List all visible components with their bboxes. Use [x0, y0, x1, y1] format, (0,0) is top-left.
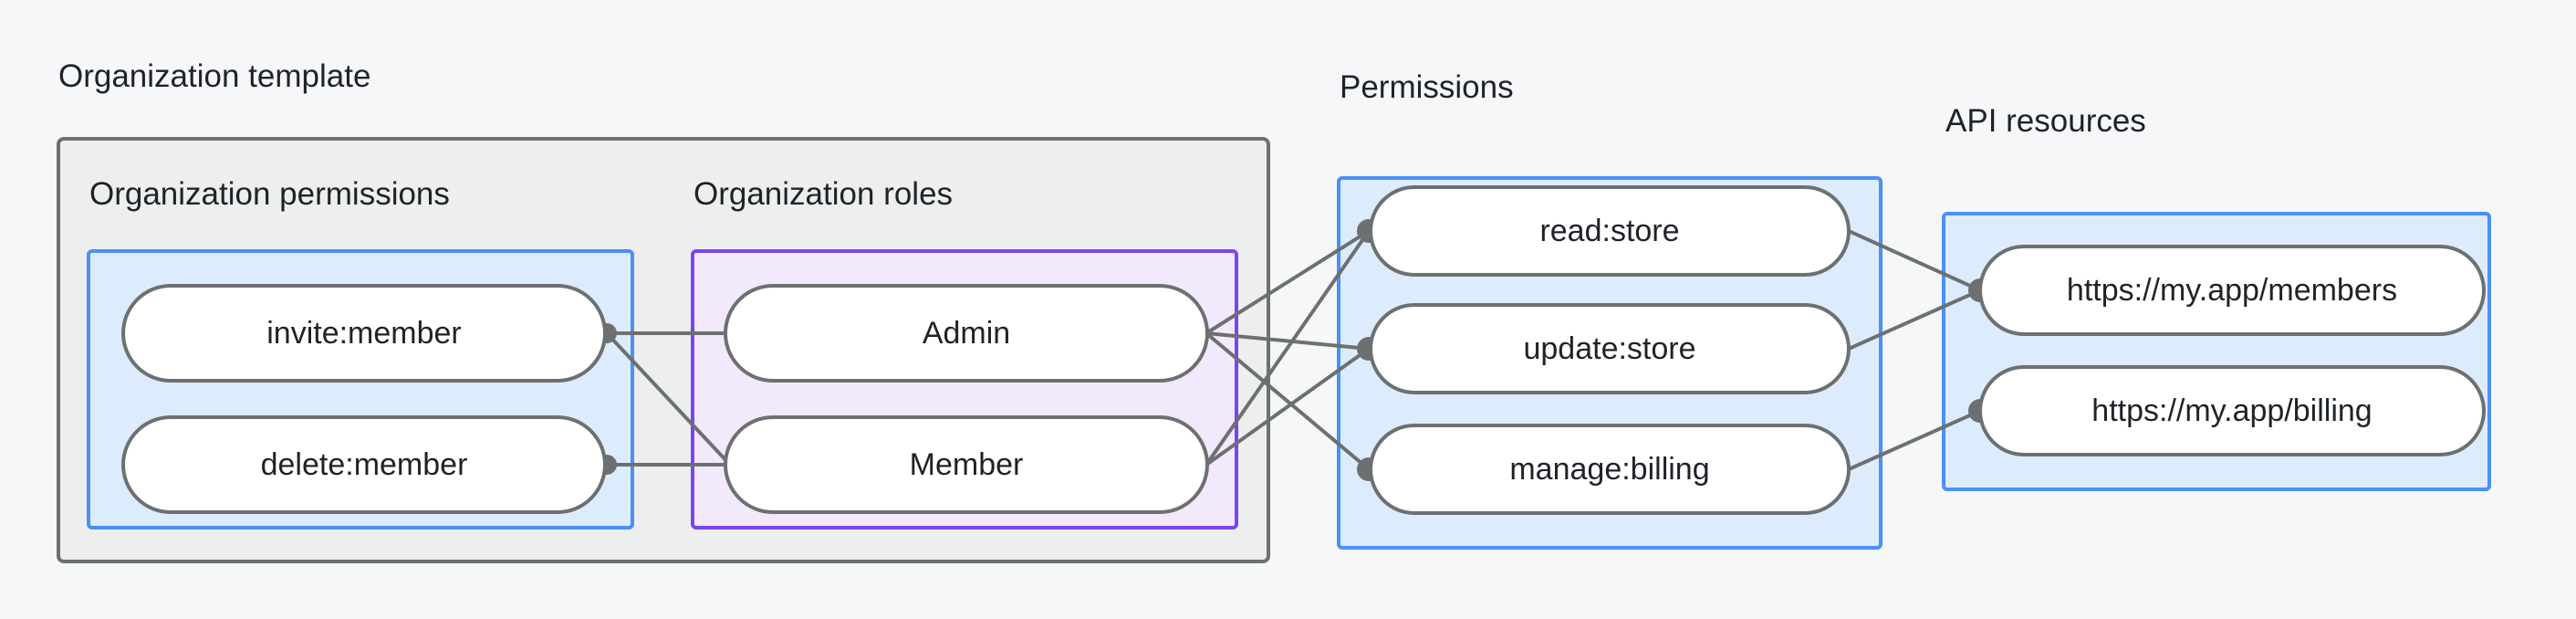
node-admin[interactable]: Admin: [724, 284, 1209, 383]
node-update-store[interactable]: update:store: [1369, 303, 1851, 394]
group-label-organization-template: Organization template: [58, 58, 371, 94]
node-invite-member[interactable]: invite:member: [121, 284, 607, 383]
group-label-permissions: Permissions: [1340, 69, 1514, 105]
node-billing-url[interactable]: https://my.app/billing: [1978, 365, 2486, 456]
node-manage-billing[interactable]: manage:billing: [1369, 424, 1851, 515]
node-read-store[interactable]: read:store: [1369, 185, 1851, 277]
node-member[interactable]: Member: [724, 415, 1209, 514]
group-label-api-resources: API resources: [1945, 103, 2146, 139]
node-delete-member[interactable]: delete:member: [121, 415, 607, 514]
node-members-url[interactable]: https://my.app/members: [1978, 245, 2486, 336]
group-label-organization-roles: Organization roles: [694, 176, 954, 212]
group-label-organization-permissions: Organization permissions: [89, 176, 450, 212]
